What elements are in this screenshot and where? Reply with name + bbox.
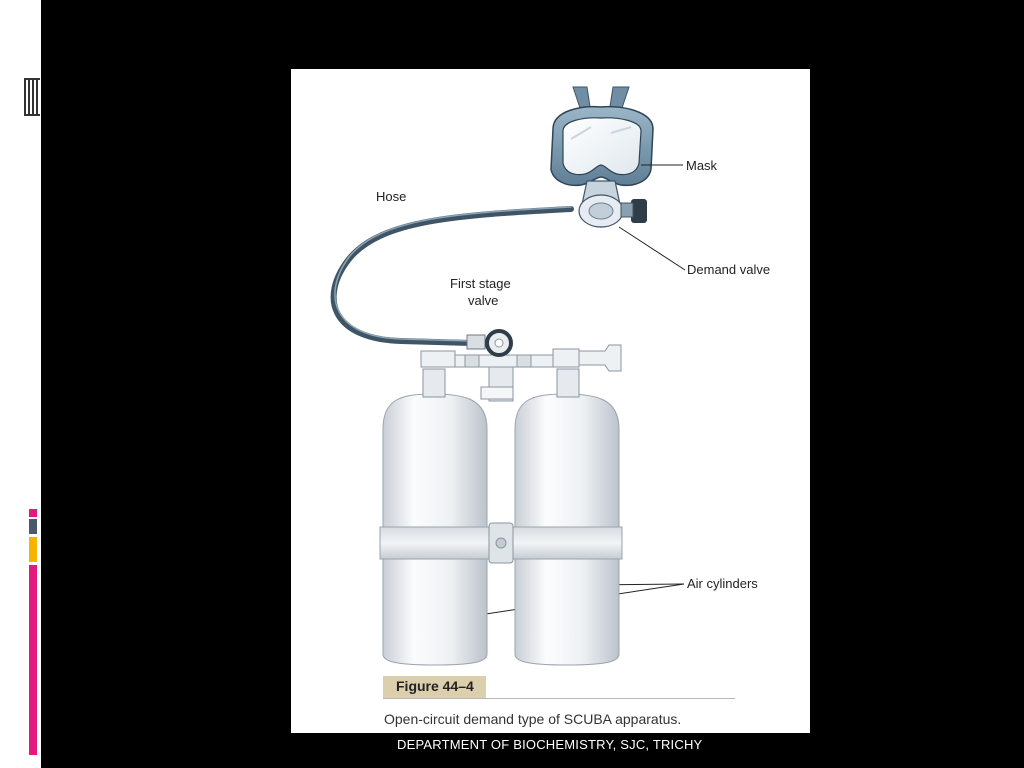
figure-caption-rule	[383, 698, 735, 699]
label-first-stage-valve-line1: First stage	[450, 276, 511, 291]
demand-valve-leader	[618, 226, 686, 271]
slide-footer: DEPARTMENT OF BIOCHEMISTRY, SJC, TRICHY	[397, 737, 703, 752]
accent-bar-yellow	[29, 537, 37, 562]
label-first-stage-valve-line2: valve	[468, 293, 499, 308]
hose	[330, 206, 574, 346]
label-air-cylinders: Air cylinders	[687, 576, 758, 591]
figure-number: Figure 44–4	[396, 678, 474, 694]
accent-bar-gray	[29, 519, 37, 534]
reserve-valve	[578, 344, 622, 372]
label-mask: Mask	[686, 158, 718, 173]
accent-bar-pink-long	[29, 565, 37, 755]
demand-valve-knob	[631, 199, 647, 223]
label-hose: Hose	[376, 189, 407, 204]
label-demand-valve: Demand valve	[687, 262, 771, 277]
figure-caption: Open-circuit demand type of SCUBA appara…	[384, 711, 682, 727]
figure-panel: Mask Hose Demand valve First stage valve…	[291, 69, 810, 733]
slide-layout-icon	[24, 78, 40, 116]
figure-number-box	[383, 676, 486, 698]
hose-highlight	[334, 206, 572, 342]
accent-bar-pink-small	[29, 509, 37, 517]
cylinder-band-left	[379, 526, 491, 560]
cylinder-band-right	[511, 526, 623, 560]
left-sidebar-strip	[0, 0, 41, 768]
scuba-apparatus-illustration	[330, 86, 686, 666]
